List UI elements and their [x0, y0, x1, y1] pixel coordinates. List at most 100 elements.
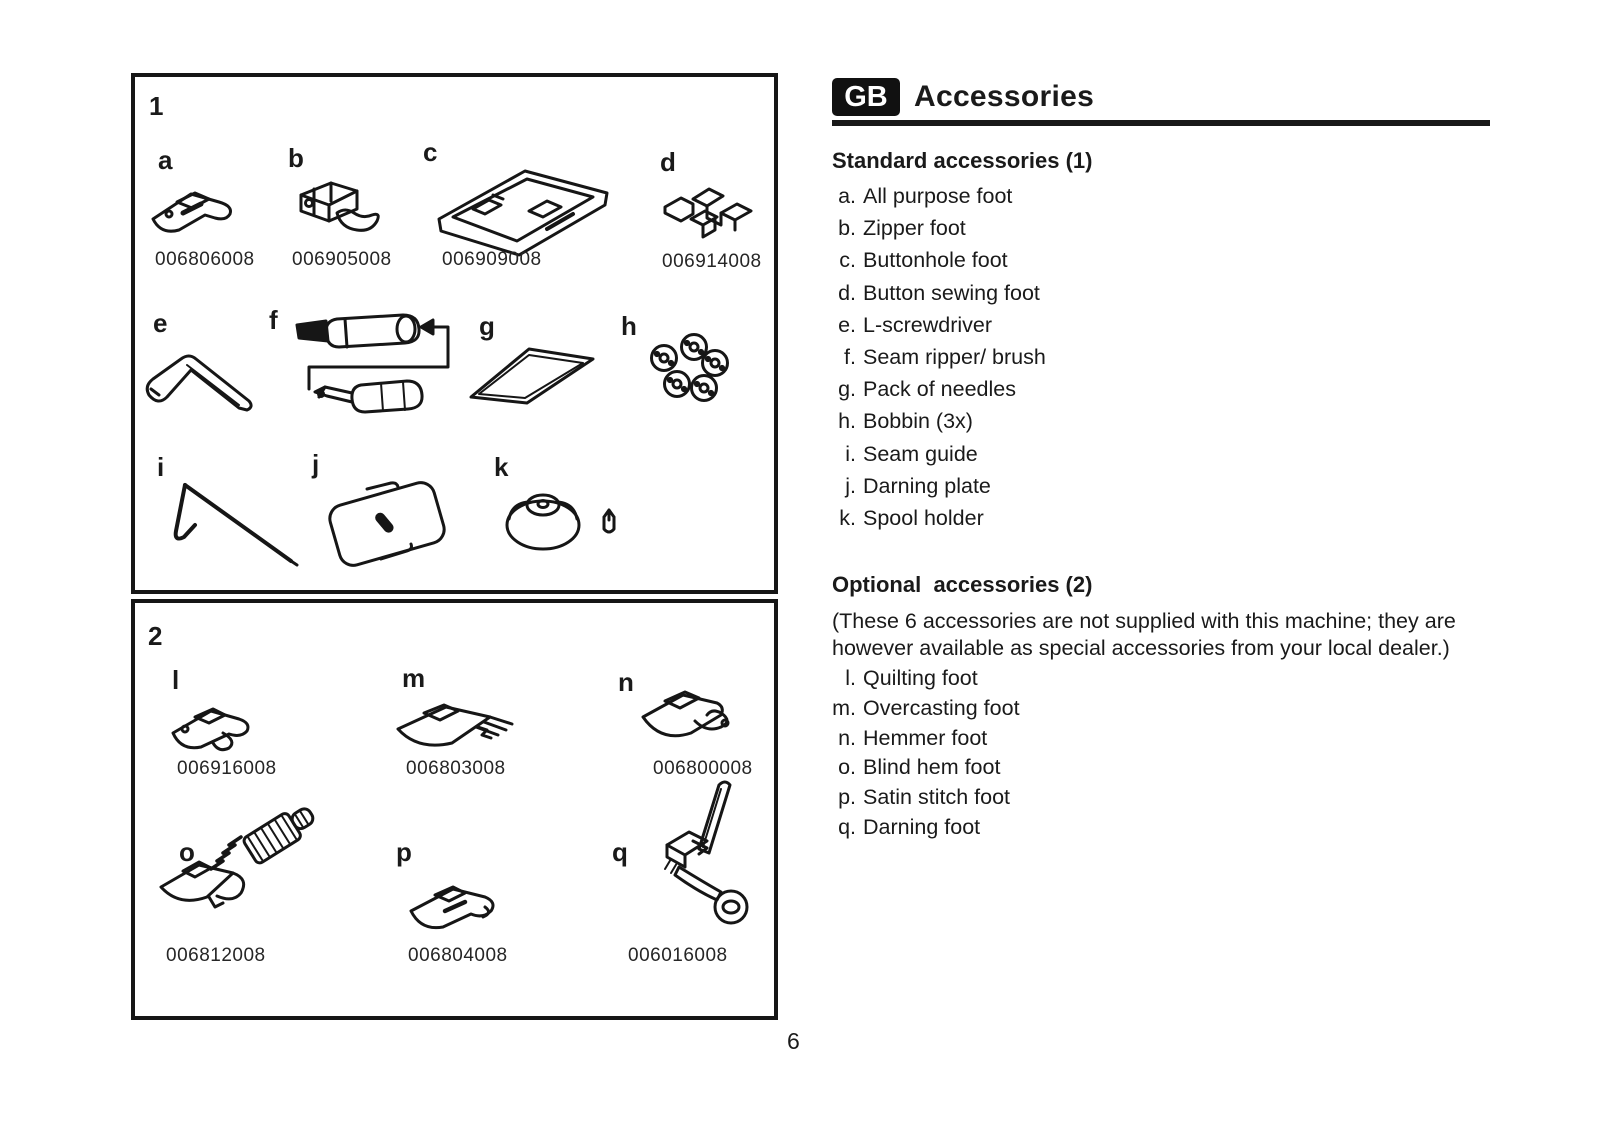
item-label: Spool holder — [863, 505, 984, 530]
item-p-letter: p — [396, 837, 412, 867]
list-item: l. Quilting foot — [832, 666, 1020, 696]
item-label: Hemmer foot — [863, 725, 988, 750]
item-l-letter: l — [172, 665, 180, 695]
part-number: 006914008 — [662, 251, 762, 272]
item-label: Quilting foot — [863, 666, 978, 690]
item-key: d. — [838, 280, 856, 305]
item-key: c. — [839, 248, 856, 273]
item-f-letter: f — [269, 305, 278, 335]
item-key: i. — [845, 441, 856, 466]
seam-ripper-brush-icon — [295, 313, 450, 414]
part-number: 006800008 — [653, 758, 753, 779]
item-key: q. — [838, 814, 856, 839]
part-number: 006016008 — [628, 945, 728, 966]
item-key: p. — [838, 785, 856, 810]
l-screwdriver-icon — [145, 354, 253, 412]
item-label: Zipper foot — [863, 216, 966, 241]
overcasting-foot-icon — [396, 703, 514, 747]
list-item: h. Bobbin (3x) — [832, 409, 1046, 441]
page-title: Accessories — [914, 80, 1095, 113]
list-item: g. Pack of needles — [832, 377, 1046, 409]
optional-note-line1: (These 6 accessories are not supplied wi… — [832, 609, 1456, 633]
darning-foot-icon — [664, 780, 749, 925]
zipper-foot-icon — [299, 181, 380, 232]
item-c-letter: c — [423, 137, 438, 167]
optional-accessories-heading: Optional accessories (2) — [832, 572, 1093, 597]
list-item: c. Buttonhole foot — [832, 248, 1046, 280]
optional-note-line2: however available as special accessories… — [832, 636, 1450, 660]
satin-stitch-foot-icon — [409, 885, 495, 930]
list-item: a. All purpose foot — [832, 184, 1046, 216]
list-item: q. Darning foot — [832, 815, 1020, 845]
item-key: m. — [832, 695, 856, 720]
item-key: e. — [838, 312, 856, 337]
part-number: 006804008 — [408, 945, 508, 966]
part-number: 006909008 — [442, 249, 542, 270]
list-item: i.Seam guide — [832, 442, 1046, 474]
item-label: Darning plate — [863, 473, 991, 498]
item-key: g. — [838, 377, 856, 402]
item-label: Buttonhole foot — [863, 248, 1008, 273]
standard-accessories-heading: Standard accessories (1) — [832, 148, 1093, 173]
header-rule — [832, 120, 1490, 126]
item-key: l. — [845, 666, 856, 690]
part-number: 006812008 — [166, 945, 266, 966]
item-key: a. — [838, 184, 856, 208]
item-key: o. — [838, 755, 856, 780]
seam-guide-icon — [173, 483, 299, 567]
buttonhole-foot-icon — [437, 169, 609, 257]
part-number: 006916008 — [177, 758, 277, 779]
item-label: Bobbin (3x) — [863, 409, 973, 434]
button-sewing-foot-icon — [663, 187, 753, 239]
item-label: Pack of needles — [863, 377, 1016, 402]
page-number: 6 — [787, 1028, 800, 1054]
list-item: o. Blind hem foot — [832, 755, 1020, 785]
blind-hem-foot-icon — [159, 807, 315, 909]
item-key: f. — [844, 344, 856, 369]
list-item: p. Satin stitch foot — [832, 785, 1020, 815]
item-b-letter: b — [288, 143, 304, 173]
item-k-letter: k — [494, 452, 509, 482]
figure-2-label: 2 — [148, 621, 163, 651]
figure-2-box: 2 l 006916008 m 006803008 n 006800008 — [131, 599, 778, 1020]
needle-pack-icon — [469, 347, 595, 405]
part-number: 006803008 — [406, 758, 506, 779]
figure-1-box: 1 a 006806008 b 006905008 c 00 — [131, 73, 778, 594]
optional-accessories-list: l. Quilting foot m.Overcasting foot n. Hem… — [832, 666, 1020, 845]
item-label: Button sewing foot — [863, 280, 1040, 305]
list-item: e.L-screwdriver — [832, 313, 1046, 345]
item-n-letter: n — [618, 667, 634, 697]
item-label: Seam ripper/ brush — [863, 344, 1046, 369]
list-item: d. Button sewing foot — [832, 281, 1046, 313]
part-number: 006905008 — [292, 249, 392, 270]
optional-note: (These 6 accessories are not supplied wi… — [832, 608, 1456, 662]
list-item: b.Zipper foot — [832, 216, 1046, 248]
item-label: Blind hem foot — [863, 755, 1001, 780]
list-item: k. Spool holder — [832, 506, 1046, 538]
figure-1-label: 1 — [149, 91, 164, 121]
item-e-letter: e — [153, 308, 168, 338]
part-number: 006806008 — [155, 249, 255, 270]
standard-accessories-list: a. All purpose foot b.Zipper foot c. Butto… — [832, 184, 1046, 538]
list-item: n. Hemmer foot — [832, 726, 1020, 756]
item-key: k. — [839, 505, 856, 530]
item-h-letter: h — [621, 311, 637, 341]
spool-holder-icon — [505, 493, 616, 551]
list-item: m.Overcasting foot — [832, 695, 1019, 726]
item-i-letter: i — [157, 452, 165, 482]
quilting-foot-icon — [171, 707, 250, 752]
item-q-letter: q — [612, 837, 628, 867]
item-key: h. — [838, 409, 856, 434]
list-item: j. Darning plate — [832, 474, 1046, 506]
item-d-letter: d — [660, 147, 676, 177]
item-g-letter: g — [479, 311, 495, 341]
item-a-letter: a — [158, 145, 173, 175]
item-label: Satin stitch foot — [863, 785, 1010, 810]
item-key: j. — [845, 473, 856, 498]
item-key: n. — [838, 725, 856, 750]
item-label: All purpose foot — [863, 184, 1013, 208]
list-item: f. Seam ripper/ brush — [832, 345, 1046, 377]
bobbins-icon — [650, 333, 729, 402]
item-label: Darning foot — [863, 814, 981, 839]
